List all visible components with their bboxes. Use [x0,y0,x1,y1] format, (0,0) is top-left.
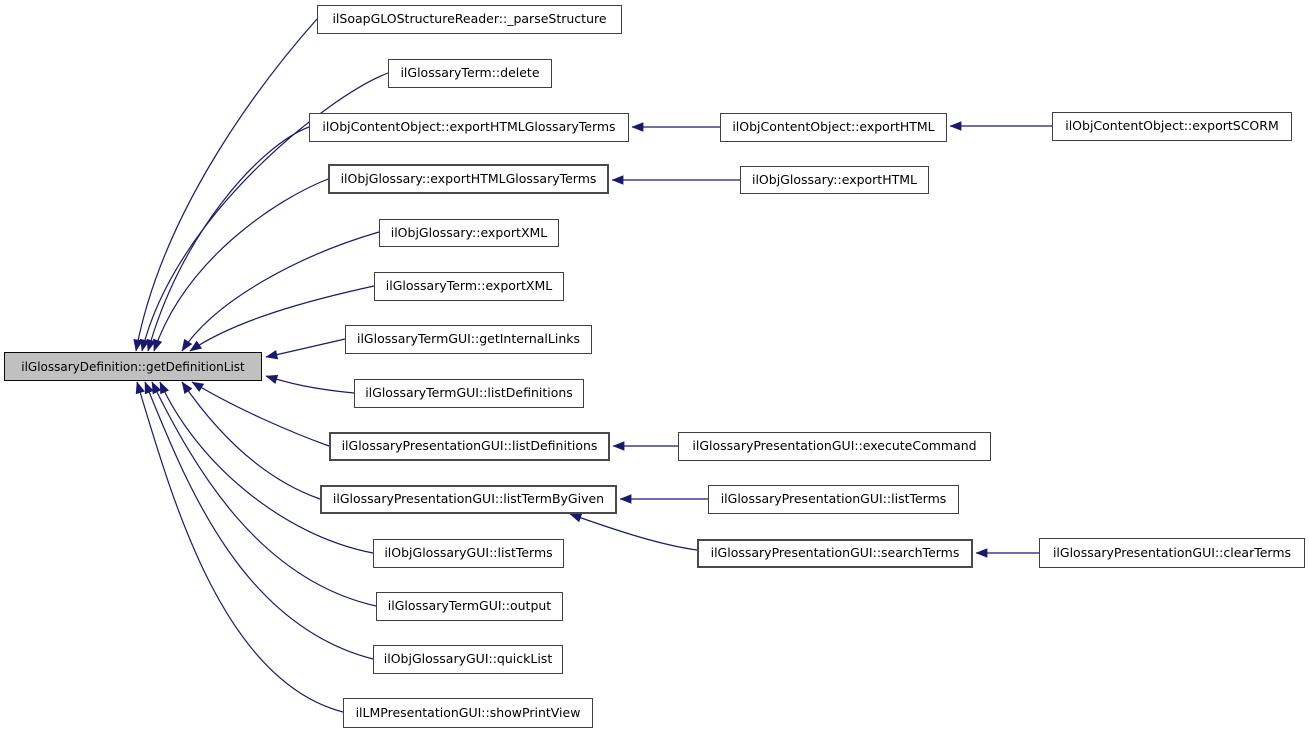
node-ilobjcontentobject-exporthtmlglossaryterms[interactable]: ilObjContentObject::exportHTMLGlossaryTe… [309,113,629,142]
node-ilobjglossary-exporthtmlglossaryterms[interactable]: ilObjGlossary::exportHTMLGlossaryTerms [328,164,609,194]
node-illmpresentationgui-showprintview[interactable]: ilLMPresentationGUI::showPrintView [343,698,593,728]
edge-quicklist-to-get-definition-list [144,381,374,660]
edge-objglossarygui-listterms-to-get-definition-list [159,381,374,554]
node-ilobjglossary-exportxml[interactable]: ilObjGlossary::exportXML [379,219,559,247]
node-ilglossarydefinition-getdefinitionlist[interactable]: ilGlossaryDefinition::getDefinitionList [4,352,262,381]
node-ilobjglossary-exporthtml[interactable]: ilObjGlossary::exportHTML [740,166,929,194]
edge-objglossary-exporthtmlglossaryterms-to-get-definition-list [153,178,329,352]
node-ilobjglossarygui-quicklist[interactable]: ilObjGlossaryGUI::quickList [373,645,563,674]
node-ilglossarypresentationgui-listtermbygiven[interactable]: ilGlossaryPresentationGUI::listTermByGiv… [320,485,617,514]
node-ilsoapglostructurereader-parsestructure[interactable]: ilSoapGLOStructureReader::_parseStructur… [317,5,622,34]
edge-searchterms-to-listtermbygiven [569,513,698,551]
node-ilglossarytermgui-output[interactable]: ilGlossaryTermGUI::output [376,592,563,621]
node-ilglossarypresentationgui-clearterms[interactable]: ilGlossaryPresentationGUI::clearTerms [1039,538,1305,568]
node-ilglossaryterm-exportxml[interactable]: ilGlossaryTerm::exportXML [374,272,564,301]
node-ilglossarypresentationgui-listdefinitions[interactable]: ilGlossaryPresentationGUI::listDefinitio… [329,432,610,461]
edge-parse-structure-to-get-definition-list [133,18,318,352]
edge-contentobject-exporthtmlglossaryterms-to-get-definition-list [146,126,310,352]
node-ilobjcontentobject-exporthtml[interactable]: ilObjContentObject::exportHTML [720,113,947,142]
edge-termgui-listdefinitions-to-get-definition-list [265,374,355,394]
edge-presgui-listdefinitions-to-get-definition-list [191,381,330,447]
node-ilglossarypresentationgui-searchterms[interactable]: ilGlossaryPresentationGUI::searchTerms [697,539,973,568]
node-ilglossarypresentationgui-executecommand[interactable]: ilGlossaryPresentationGUI::executeComman… [678,432,991,461]
node-ilglossarytermgui-getinternallinks[interactable]: ilGlossaryTermGUI::getInternalLinks [345,325,592,354]
edge-getinternallinks-to-get-definition-list [265,338,346,360]
node-ilobjcontentobject-exportscorm[interactable]: ilObjContentObject::exportSCORM [1052,112,1292,141]
node-ilglossarypresentationgui-listterms[interactable]: ilGlossaryPresentationGUI::listTerms [708,485,959,514]
edge-showprintview-to-get-definition-list [135,381,344,713]
node-ilglossarytermgui-listdefinitions[interactable]: ilGlossaryTermGUI::listDefinitions [354,379,584,408]
node-ilobjglossarygui-listterms[interactable]: ilObjGlossaryGUI::listTerms [373,539,564,568]
edge-listtermbygiven-to-get-definition-list [181,381,321,500]
node-ilglossaryterm-delete[interactable]: ilGlossaryTerm::delete [388,59,552,88]
